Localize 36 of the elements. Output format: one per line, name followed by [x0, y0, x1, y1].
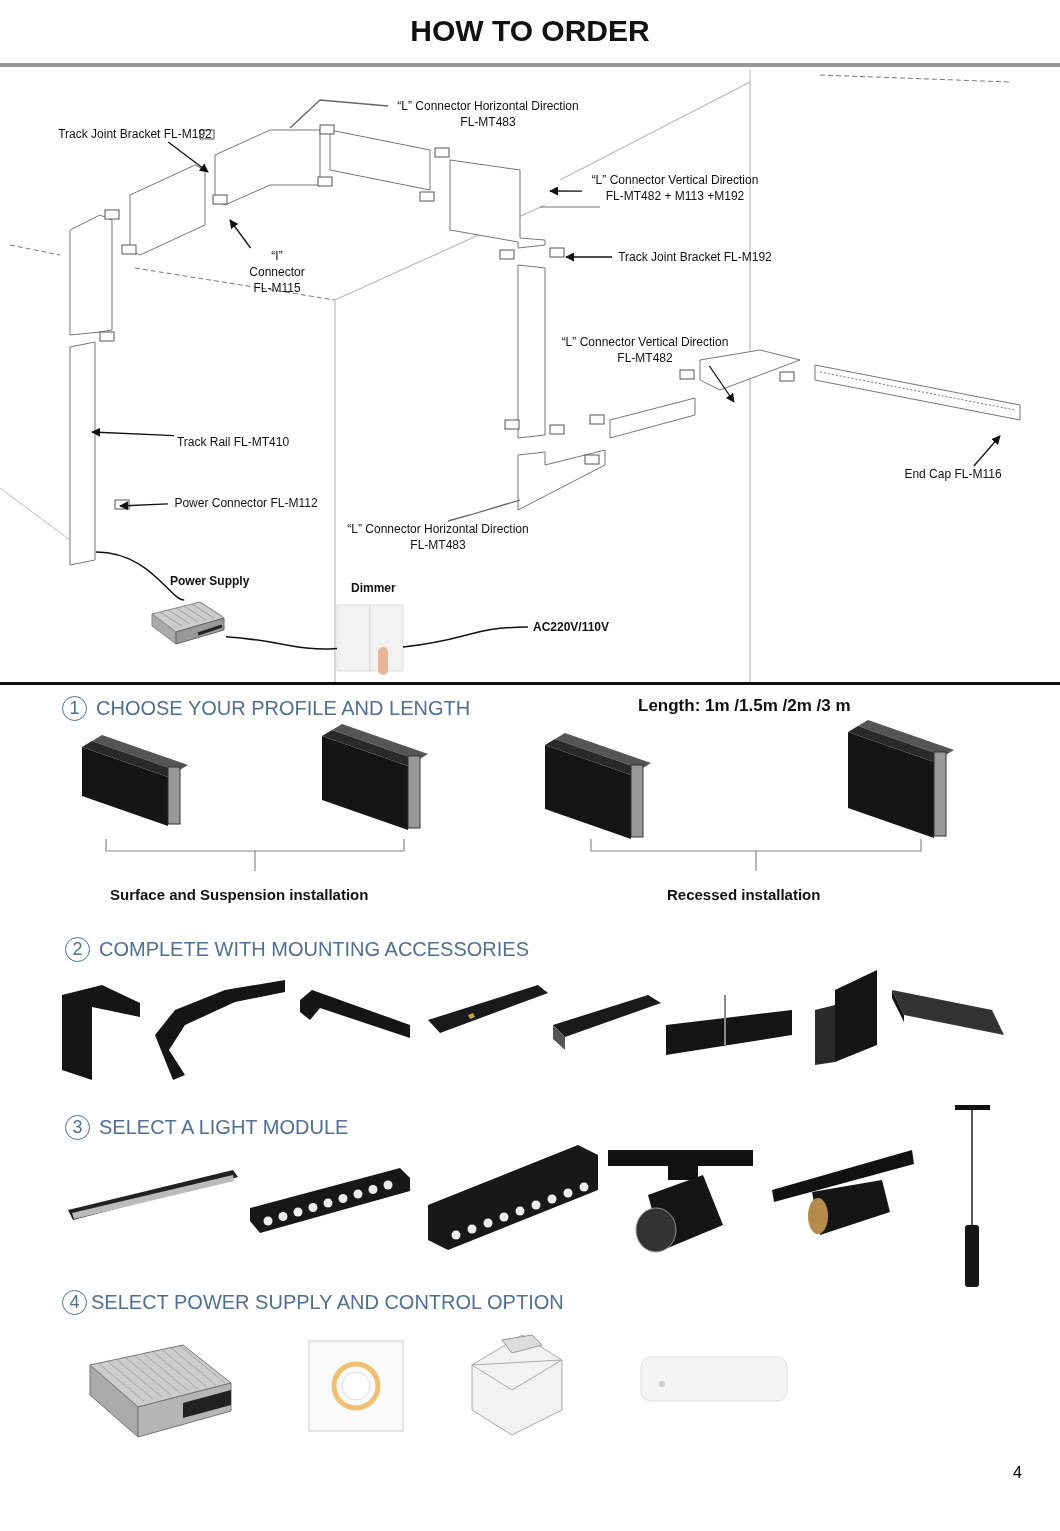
- arrow: [565, 252, 613, 262]
- page-number: 4: [1013, 1464, 1022, 1482]
- page-title: HOW TO ORDER: [409, 14, 651, 48]
- group-caption: Recessed installation: [667, 886, 821, 903]
- arrow: [973, 435, 1001, 467]
- callout-label: Track Joint Bracket FL-M192: [612, 249, 778, 265]
- callout-label: “L” Connector Horizontal Direction FL-MT483: [388, 98, 588, 130]
- leader-line: [289, 99, 389, 129]
- leader-line: [447, 499, 521, 522]
- section-heading: SELECT A LIGHT MODULE: [99, 1116, 349, 1139]
- callout-label: “L” Connector Vertical Direction FL-MT482: [553, 334, 737, 366]
- callout-label: Power Connector FL-M112: [168, 495, 324, 511]
- group-caption: Surface and Suspension installation: [110, 886, 369, 903]
- callout-label: “L” Connector Vertical Direction FL-MT482 + M113 +M192: [582, 172, 768, 204]
- section-heading: COMPLETE WITH MOUNTING ACCESSORIES: [99, 938, 530, 961]
- callout-label: Track Joint Bracket FL-M192: [52, 126, 218, 142]
- voltage-label: AC220V/110V: [528, 619, 614, 635]
- power-supply-photo: [150, 600, 226, 646]
- length-note: Length: 1m /1.5m /2m /3 m: [638, 696, 851, 716]
- caption-label: Power Supply: [170, 574, 250, 588]
- callout-label: “L” Connector Horizontal Direction FL-MT483: [338, 521, 538, 553]
- section-heading: CHOOSE YOUR PROFILE AND LENGTH: [96, 697, 471, 720]
- arrow: [119, 501, 169, 511]
- caption-label: Dimmer: [351, 581, 396, 595]
- callout-label: Track Rail FL-MT410: [174, 434, 292, 450]
- arrow: [229, 219, 252, 249]
- callout-label: “I” Connector FL-M115: [244, 248, 310, 296]
- cable: [402, 626, 529, 648]
- section-heading: SELECT POWER SUPPLY AND CONTROL OPTION: [91, 1291, 564, 1314]
- cable: [95, 551, 185, 601]
- cable: [225, 636, 338, 650]
- callout-label: End Cap FL-M116: [901, 466, 1005, 482]
- arrow: [91, 427, 175, 437]
- arrow: [167, 141, 209, 173]
- arrow: [549, 186, 583, 196]
- wall-switch-photo: [337, 605, 403, 675]
